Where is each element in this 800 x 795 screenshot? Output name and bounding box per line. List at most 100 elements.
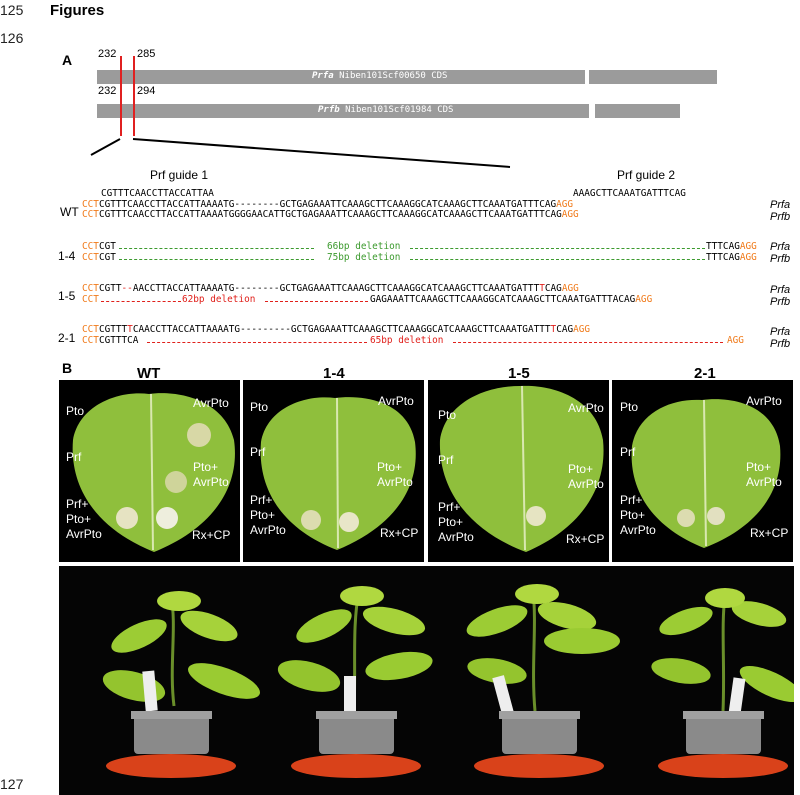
r15-prfa-seq: CCTCGTT--AACCTTACCATTAAAATG--------GCTGA… [82,283,579,294]
leaf-image [260,397,416,550]
gene-b-end: 294 [137,85,156,97]
plant-1-4 [277,586,433,778]
leaf-image [631,399,781,548]
col-title-wt: WT [137,365,161,382]
leaf-image [439,385,604,552]
col-title-2-1: 2-1 [694,365,716,382]
r14-prfa-left: CCTCGT [82,241,116,252]
row-label-1-4: 1-4 [58,249,76,263]
plants-image [59,566,794,795]
r21-prfb-dash-right [453,342,723,343]
label-prf: Prf [250,445,266,459]
r21-prfa-seq: CCTCGTTTTCAACCTTACCATTAAAATG---------GCT… [82,324,591,335]
row-label-2-1: 2-1 [58,331,76,345]
r14-prfb-left: CCTCGT [82,252,116,263]
plant-wt [102,591,260,778]
r21-prfb-deletion: 65bp deletion [370,335,444,346]
r15-prfb-right: GAGAAATTCAAAGCTTCAAAGGCATCAAAGCTTCAAATGA… [370,294,653,305]
r15-prfb-dash-right [265,301,368,302]
label-pto-avrpto: Pto+AvrPto [193,460,229,489]
label-pto-avrpto: Pto+AvrPto [568,462,604,491]
wt-prfb-seq: CCTCGTTTCAACCTTACCATTAAAATGGGGAACATTGCTG… [82,209,579,220]
label-pto-avrpto: Pto+AvrPto [746,460,782,489]
gene-a-start: 232 [98,48,117,60]
r21-prfb-left: CCTCGTTTCA [82,335,139,346]
gene-label-prfa: Prfa [770,199,791,211]
gene-label-prfb: Prfb [770,253,791,265]
r14-prfa-deletion: 66bp deletion [327,241,401,252]
label-prf-pto-avrpto: Prf+Pto+AvrPto [620,493,656,537]
label-prf: Prf [620,445,636,459]
plant-1-5 [466,584,620,778]
gene-a-bar [97,70,585,84]
label-pto: Pto [620,400,639,414]
r21-prfb-right: AGG [727,335,744,346]
label-prf: Prf [438,453,454,467]
label-rx-cp: Rx+CP [192,528,231,542]
r15-prfb-left: CCT [82,294,99,305]
label-prf-pto-avrpto: Prf+Pto+AvrPto [438,500,474,544]
row-label-wt: WT [60,205,79,219]
line-number: 126 [0,30,24,46]
gene-b-bar [97,104,589,118]
r14-prfb-deletion: 75bp deletion [327,252,401,263]
gene-b-label: Prfb Niben101Scf01984 CDS [318,105,454,115]
gene-b-start: 232 [98,85,117,97]
gene-label-prfa: Prfa [770,326,791,338]
leaf-panel-1-4: Pto AvrPto Prf Pto+AvrPto Prf+Pto+AvrPto… [243,380,424,562]
label-avrpto: AvrPto [193,396,229,410]
col-title-1-4: 1-4 [323,365,345,382]
panel-a-letter: A [62,52,73,68]
gene-label-prfa: Prfa [770,284,791,296]
label-prf-pto-avrpto: Prf+Pto+AvrPto [250,493,286,537]
label-pto-avrpto: Pto+AvrPto [377,460,413,489]
leaf-image [72,393,235,552]
r21-prfb-dash-left [147,342,367,343]
label-prf-pto-avrpto: Prf+Pto+AvrPto [66,497,102,541]
figures-heading: Figures [50,2,105,19]
row-label-1-5: 1-5 [58,289,76,303]
gene-label-prfa: Prfa [770,241,791,253]
zoom-lines [90,138,511,168]
guide1-label: Prf guide 1 [150,168,209,182]
gene-label-prfb: Prfb [770,296,791,308]
gene-label-prfb: Prfb [770,211,791,223]
leaf-panel-wt: Pto AvrPto Prf Pto+AvrPto Prf+Pto+AvrPto… [59,380,240,562]
line-number: 127 [0,776,24,792]
col-title-1-5: 1-5 [508,365,530,382]
gene-label-prfb: Prfb [770,338,791,350]
r14-prfa-dash-left [119,248,314,249]
r14-prfb-dash-left [119,259,314,260]
guide2-seq: AAAGCTTCAAATGATTTCAG [573,188,686,199]
guide2-marker [133,56,135,136]
label-rx-cp: Rx+CP [750,526,789,540]
guide2-label: Prf guide 2 [617,168,676,182]
gene-a-end: 285 [137,48,156,60]
r14-prfb-dash-right [410,259,705,260]
label-pto: Pto [438,408,457,422]
label-pto: Pto [250,400,269,414]
guide1-seq: CGTTTCAACCTTACCATTAA [101,188,214,199]
label-avrpto: AvrPto [378,394,414,408]
label-rx-cp: Rx+CP [566,532,605,546]
panel-b-letter: B [62,360,73,376]
plants-photo [59,566,794,795]
r14-prfa-right: TTTCAGAGG [706,241,757,252]
line-number: 125 [0,2,24,18]
gene-b-bar-tail [595,104,680,118]
r15-prfb-deletion: 62bp deletion [182,294,256,305]
wt-prfa-seq: CCTCGTTTCAACCTTACCATTAAAATG--------GCTGA… [82,199,574,210]
label-prf: Prf [66,450,82,464]
guide1-marker [120,56,122,136]
leaf-panel-1-5: Pto AvrPto Prf Pto+AvrPto Prf+Pto+AvrPto… [428,380,609,562]
r14-prfa-dash-right [410,248,705,249]
label-rx-cp: Rx+CP [380,526,419,540]
label-avrpto: AvrPto [568,401,604,415]
gene-a-bar-tail [589,70,717,84]
plant-2-1 [651,588,794,778]
label-avrpto: AvrPto [746,394,782,408]
leaf-panel-2-1: Pto AvrPto Prf Pto+AvrPto Prf+Pto+AvrPto… [612,380,793,562]
gene-a-label: Prfa Niben101Scf00650 CDS [312,71,448,81]
r15-prfb-dash-left [101,301,181,302]
label-pto: Pto [66,404,85,418]
